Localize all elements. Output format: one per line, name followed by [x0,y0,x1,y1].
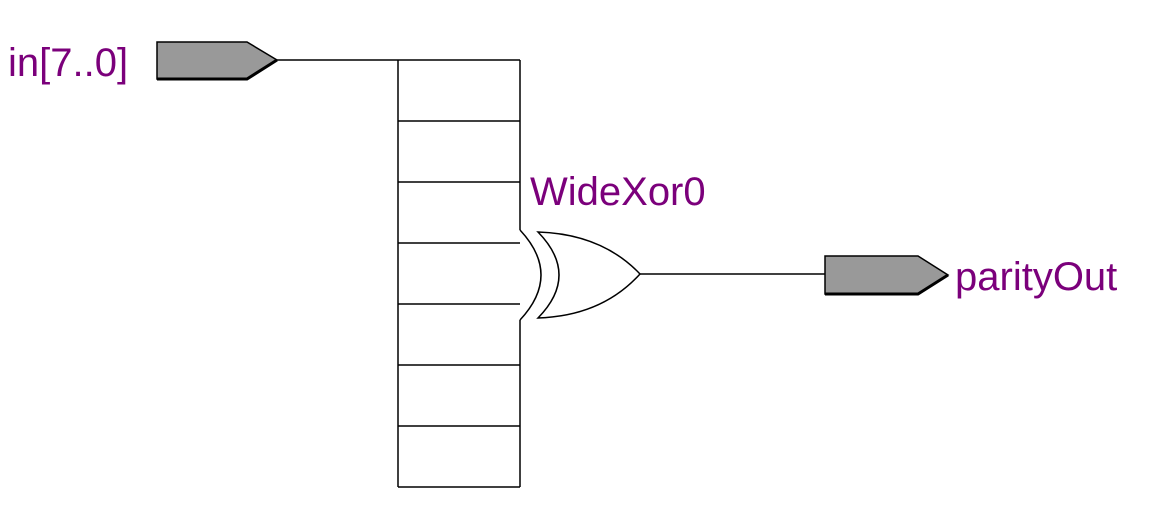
bus-splitter [397,59,521,488]
input-port-label: in[7..0] [8,41,128,85]
input-port[interactable]: in[7..0] [8,41,279,85]
output-port[interactable]: parityOut [824,255,1117,299]
output-port-pin-shadow [825,273,949,296]
input-port-pin-shadow [157,58,278,81]
gate-label: WideXor0 [530,170,706,214]
xor-gate-body-icon [536,231,642,319]
input-port-pin-icon [156,41,279,80]
output-port-label: parityOut [955,255,1117,299]
xor-gate-extra-arc [519,229,542,321]
xor-gate[interactable] [519,229,642,321]
